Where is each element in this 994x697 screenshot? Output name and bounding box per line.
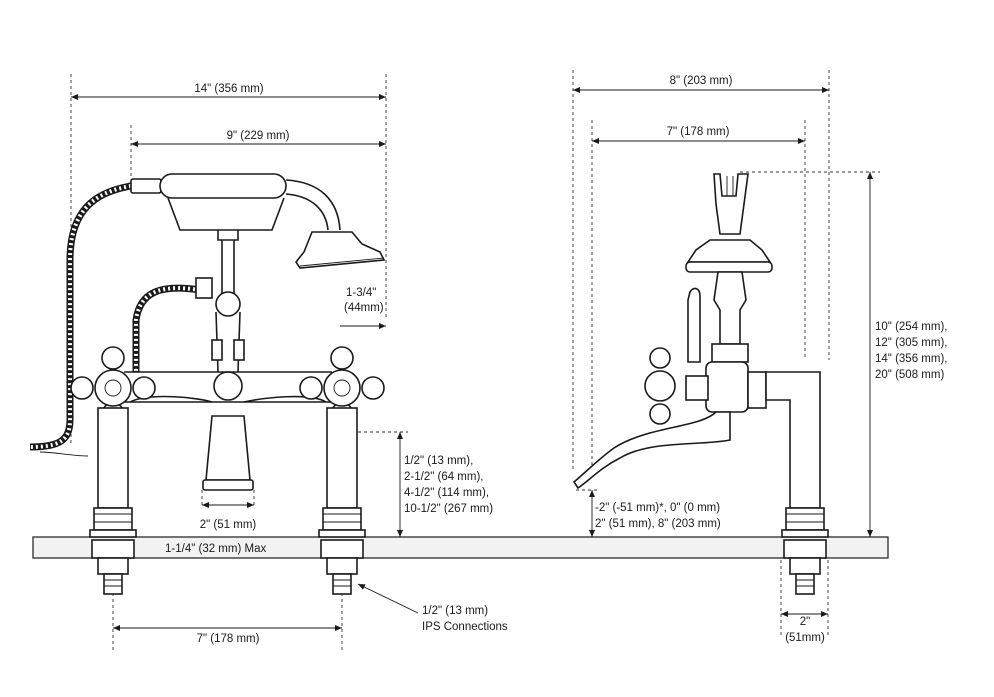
- overall-width-label: 14" (356 mm): [194, 83, 263, 95]
- side-view: [572, 70, 880, 638]
- handshower-width-label: 9" (229 mm): [227, 130, 290, 142]
- connections-label-2: IPS Connections: [422, 621, 508, 633]
- height-label-1: 10" (254 mm),: [875, 321, 947, 333]
- front-view: [29, 74, 419, 650]
- dimension-labels: 14" (356 mm) 9" (229 mm) 1-3/4" (44mm) 2…: [165, 75, 947, 645]
- left-handle: [70, 346, 156, 595]
- right-handle: [299, 346, 385, 595]
- height-label-4: 20" (508 mm): [875, 369, 944, 381]
- leg-height-label-4: 10-1/2" (267 mm): [404, 503, 493, 515]
- spout-opening-label: 2" (51 mm): [200, 519, 257, 531]
- spout-reach-label: 7" (178 mm): [667, 126, 730, 138]
- base-width-label-2: (51mm): [785, 632, 825, 644]
- leg-height-label-3: 4-1/2" (114 mm),: [404, 487, 489, 499]
- handle-offset-label-2: (44mm): [344, 302, 384, 314]
- leg-height-label-1: 1/2" (13 mm),: [404, 455, 473, 467]
- spout-drop-label-2: 2" (51 mm), 8" (203 mm): [595, 518, 721, 530]
- handle-offset-label-1: 1-3/4": [346, 287, 376, 299]
- base-width-label-1: 2": [800, 616, 810, 628]
- deck-thickness-label: 1-1/4" (32 mm) Max: [165, 543, 266, 555]
- centers-label: 7" (178 mm): [197, 633, 260, 645]
- height-label-2: 12" (305 mm),: [875, 337, 947, 349]
- spout-drop-label-1: -2" (-51 mm)*, 0" (0 mm): [595, 502, 720, 514]
- deck-plate: [32, 536, 889, 559]
- height-label-3: 14" (356 mm),: [875, 353, 947, 365]
- overall-depth-label: 8" (203 mm): [670, 75, 733, 87]
- connections-label-1: 1/2" (13 mm): [422, 605, 488, 617]
- leg-height-label-2: 2-1/2" (64 mm),: [404, 471, 484, 483]
